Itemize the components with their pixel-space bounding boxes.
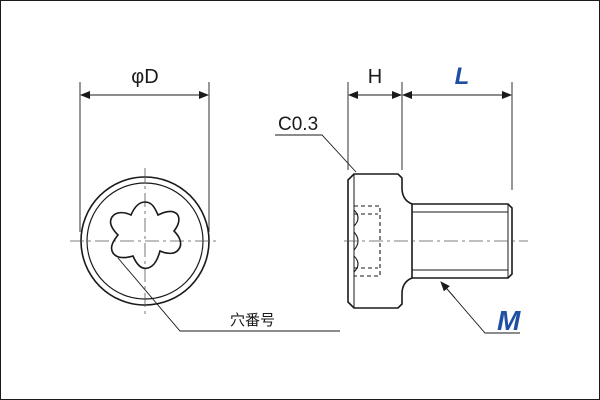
- recess-hidden-outline: [354, 205, 381, 277]
- diameter-label: φD: [131, 66, 158, 88]
- screw-head-outline: [347, 173, 413, 309]
- thread-leader: [440, 281, 520, 334]
- hole-number-label: 穴番号: [230, 312, 275, 329]
- head-height-label: H: [368, 66, 382, 88]
- end-view: [70, 82, 340, 332]
- torx-recess-icon: [109, 201, 182, 270]
- chamfer-label: C0.3: [278, 114, 318, 135]
- thread-leader-arrow: [440, 281, 456, 299]
- thread-label: M: [497, 305, 521, 336]
- chamfer-leader: [275, 134, 357, 173]
- hole-number-leader: [117, 257, 340, 332]
- length-label: L: [455, 63, 470, 90]
- side-view: [275, 82, 528, 309]
